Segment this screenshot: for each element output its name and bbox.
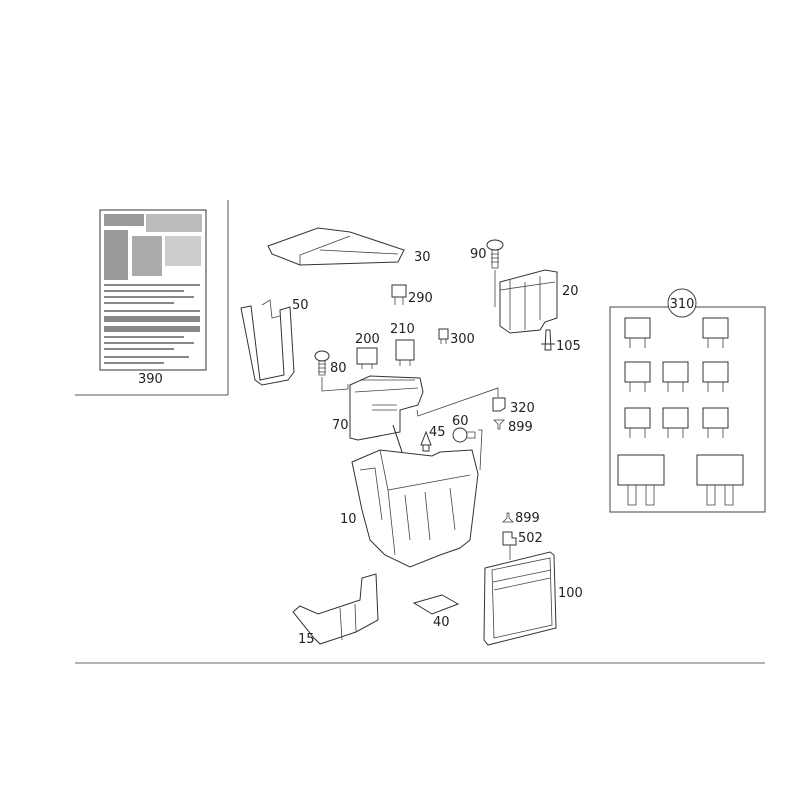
label-50: 50	[292, 298, 309, 313]
housing-part[interactable]	[351, 449, 479, 568]
label-15: 15	[298, 632, 315, 647]
grommet-part[interactable]	[420, 430, 432, 452]
holder-part[interactable]	[499, 269, 558, 334]
label-80: 80	[330, 361, 347, 376]
plug-899-lower-part[interactable]	[502, 512, 514, 523]
plug-899-part[interactable]	[493, 419, 505, 430]
label-502: 502	[518, 531, 543, 546]
label-10: 10	[340, 512, 357, 527]
bolt-part[interactable]	[452, 427, 483, 471]
label-70: 70	[332, 418, 349, 433]
label-20: 20	[562, 284, 579, 299]
label-40: 40	[433, 615, 450, 630]
control-unit-part[interactable]	[483, 551, 557, 646]
label-310: 310	[670, 297, 695, 312]
fuse-290-part[interactable]	[391, 284, 407, 305]
clip-part[interactable]	[541, 329, 555, 351]
label-210: 210	[390, 322, 415, 337]
pad-part[interactable]	[412, 594, 460, 615]
cover-part[interactable]	[267, 227, 405, 266]
connector-502-part[interactable]	[502, 531, 517, 560]
connector-320-part[interactable]	[492, 397, 506, 412]
screw-80-part[interactable]	[314, 350, 349, 392]
bracket-part[interactable]	[240, 299, 295, 386]
label-300: 300	[450, 332, 475, 347]
fuse-set-inset[interactable]	[609, 288, 766, 513]
label-290: 290	[408, 291, 433, 306]
relay-210-part[interactable]	[395, 339, 415, 366]
label-899-lower: 899	[515, 511, 540, 526]
fuse-chart-document[interactable]	[99, 209, 207, 371]
fuse-box-part[interactable]	[349, 375, 499, 441]
label-390: 390	[138, 372, 163, 387]
label-90: 90	[470, 247, 487, 262]
label-100: 100	[558, 586, 583, 601]
chart-inset-frame	[75, 200, 229, 396]
label-45: 45	[429, 425, 446, 440]
label-60: 60	[452, 414, 469, 429]
label-320: 320	[510, 401, 535, 416]
screw-part[interactable]	[486, 239, 504, 307]
cover-plate-part[interactable]	[292, 573, 379, 645]
label-105: 105	[556, 339, 581, 354]
fuse-300-part[interactable]	[438, 328, 449, 344]
label-899: 899	[508, 420, 533, 435]
relay-200-part[interactable]	[356, 347, 378, 369]
label-200: 200	[355, 332, 380, 347]
arrow-indicator	[392, 424, 403, 453]
label-30: 30	[414, 250, 431, 265]
